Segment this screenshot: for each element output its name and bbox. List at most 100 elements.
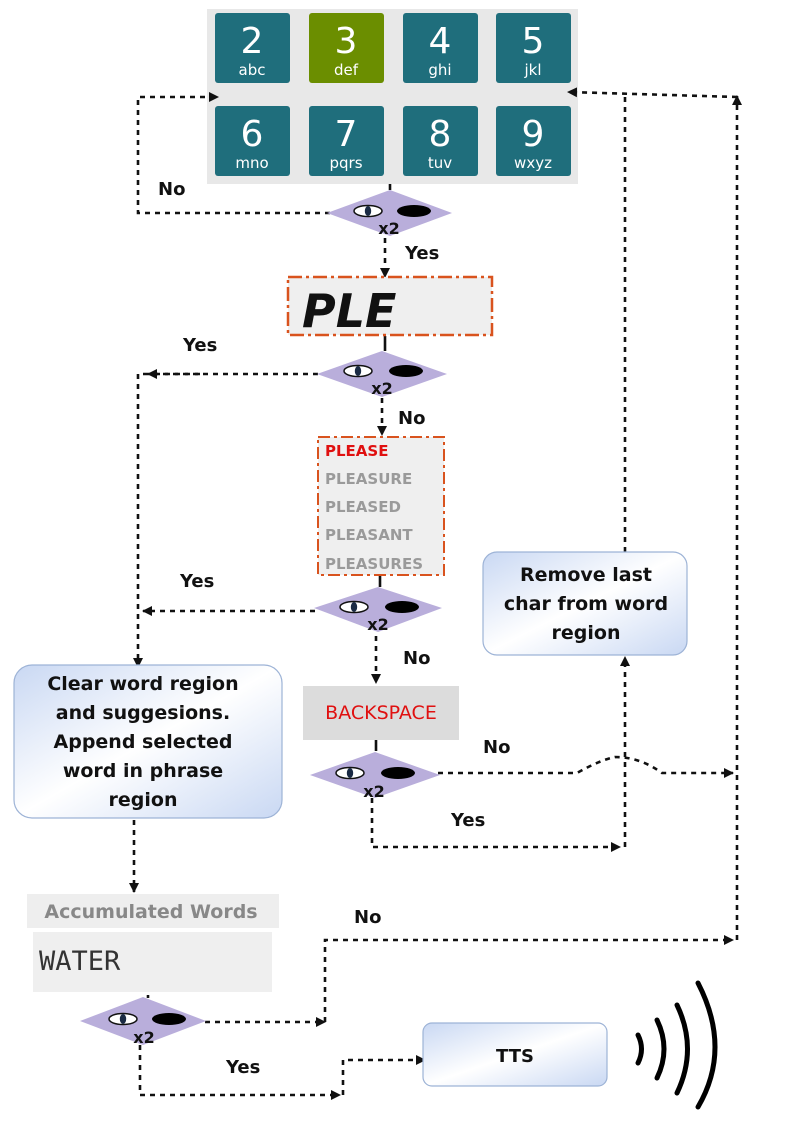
key-number: 8 [429,114,452,155]
edge-label-yes: Yes [404,243,439,264]
key-7[interactable]: 7 pqrs [309,106,384,176]
key-5-face [496,13,571,83]
tts-box-bg [422,1022,608,1087]
key-2-face [215,13,290,83]
key-number: 2 [241,21,264,62]
suggestions-list: PLEASE PLEASURE PLEASED PLEASANT PLEASUR… [317,436,445,576]
remove-char-line: char from word [504,593,668,615]
backspace-label: BACKSPACE [325,702,437,724]
key-number: 5 [522,21,545,62]
decision-1: x2 [327,190,452,238]
key-number: 7 [335,114,358,155]
suggestion-item[interactable]: PLEASED [325,498,401,516]
tts-box[interactable]: TTS [422,1022,608,1087]
accumulated-title: Accumulated Words [44,901,257,923]
key-letters: jkl [523,61,541,79]
key-6[interactable]: 6 mno [215,106,290,176]
key-4[interactable]: 4 ghi [403,13,478,83]
decision-2: x2 [317,351,447,398]
key-5[interactable]: 5 jkl [496,13,571,83]
edge-labels: No Yes Yes No Yes No No Yes No Yes [158,179,510,1078]
eye-closed-icon [385,601,419,613]
key-6-face [215,106,290,176]
eye-open-icon [108,1012,138,1026]
accumulated-words-bg [33,932,272,992]
connector-yes-clear [133,372,318,668]
clear-box-line: and suggesions. [56,702,230,724]
decision-3: x2 [314,587,442,634]
edge-label-no: No [354,907,381,928]
key-7-face [309,106,384,176]
accumulated-word: WATER [39,946,121,977]
edge-label-yes: Yes [182,335,217,356]
edge-label-no: No [483,737,510,758]
sound-waves-icon [635,980,718,1110]
eye-closed-icon [381,767,415,779]
suggestion-item[interactable]: PLEASURES [325,555,423,573]
key-letters: wxyz [514,154,552,172]
suggestion-item[interactable]: PLEASE [325,442,388,460]
connector-yes-3 [370,798,621,852]
key-letters: pqrs [329,154,362,172]
connector-yes-4b [341,1055,426,1095]
edge-label-no: No [398,408,425,429]
decision-diamond [80,997,206,1045]
decision-diamond [317,351,447,397]
remove-char-line: Remove last [520,564,652,586]
decision-diamond [327,190,452,236]
clear-word-box: Clear word region and suggesions. Append… [13,664,283,819]
key-letters: ghi [428,61,451,79]
eye-open-icon [335,766,365,780]
key-number: 3 [335,21,358,62]
key-letters: mno [235,154,268,172]
key-letters: tuv [428,154,452,172]
repeat-count: x2 [133,1028,154,1047]
connectors [129,87,742,1100]
suggestion-item[interactable]: PLEASURE [325,470,412,488]
key-number: 4 [429,21,452,62]
backspace-face [303,686,459,740]
remove-char-box: Remove last char from word region [482,551,688,656]
clear-word-box-bg [13,664,283,819]
key-9-face [496,106,571,176]
decision-4: x2 [310,752,440,801]
key-letters: def [334,61,359,79]
remove-char-line: region [552,622,621,644]
clear-box-line: Clear word region [47,673,238,695]
eye-closed-icon [389,365,423,377]
repeat-count: x2 [367,615,388,634]
suggestion-item[interactable]: PLEASANT [325,526,413,544]
key-number: 6 [241,114,264,155]
decision-5: x2 [80,997,206,1047]
decision-diamond [314,587,442,632]
edge-label-no: No [403,648,430,669]
key-8-face [403,106,478,176]
repeat-count: x2 [363,782,384,801]
word-region-text: PLE [302,284,396,338]
key-9[interactable]: 9 wxyz [496,106,571,176]
clear-box-line: word in phrase [63,760,223,782]
repeat-count: x2 [371,379,392,398]
tts-label: TTS [496,1046,534,1067]
suggestions-box [317,436,445,576]
accumulated-words: Accumulated Words WATER [27,894,279,992]
backspace-button[interactable]: BACKSPACE [303,686,459,740]
connector-yes-4a [138,1045,341,1100]
key-number: 9 [522,114,545,155]
eye-open-icon [353,204,383,218]
edge-label-yes: Yes [225,1057,260,1078]
key-8[interactable]: 8 tuv [403,106,478,176]
key-2[interactable]: 2 abc [215,13,290,83]
eye-open-icon [339,600,369,614]
key-3[interactable]: 3 def [309,13,384,83]
edge-label-no: No [158,179,185,200]
eye-closed-icon [152,1013,186,1025]
keypad: 2 abc 3 def 4 ghi 5 jkl 6 mno 7 pqrs [207,9,578,184]
edge-label-yes: Yes [179,571,214,592]
word-region: PLE [286,275,494,338]
key-4-face [403,13,478,83]
connector-no-loop [136,92,330,215]
connector-to-keypad [567,87,738,99]
key-letters: abc [239,61,266,79]
edge-label-yes: Yes [450,810,485,831]
